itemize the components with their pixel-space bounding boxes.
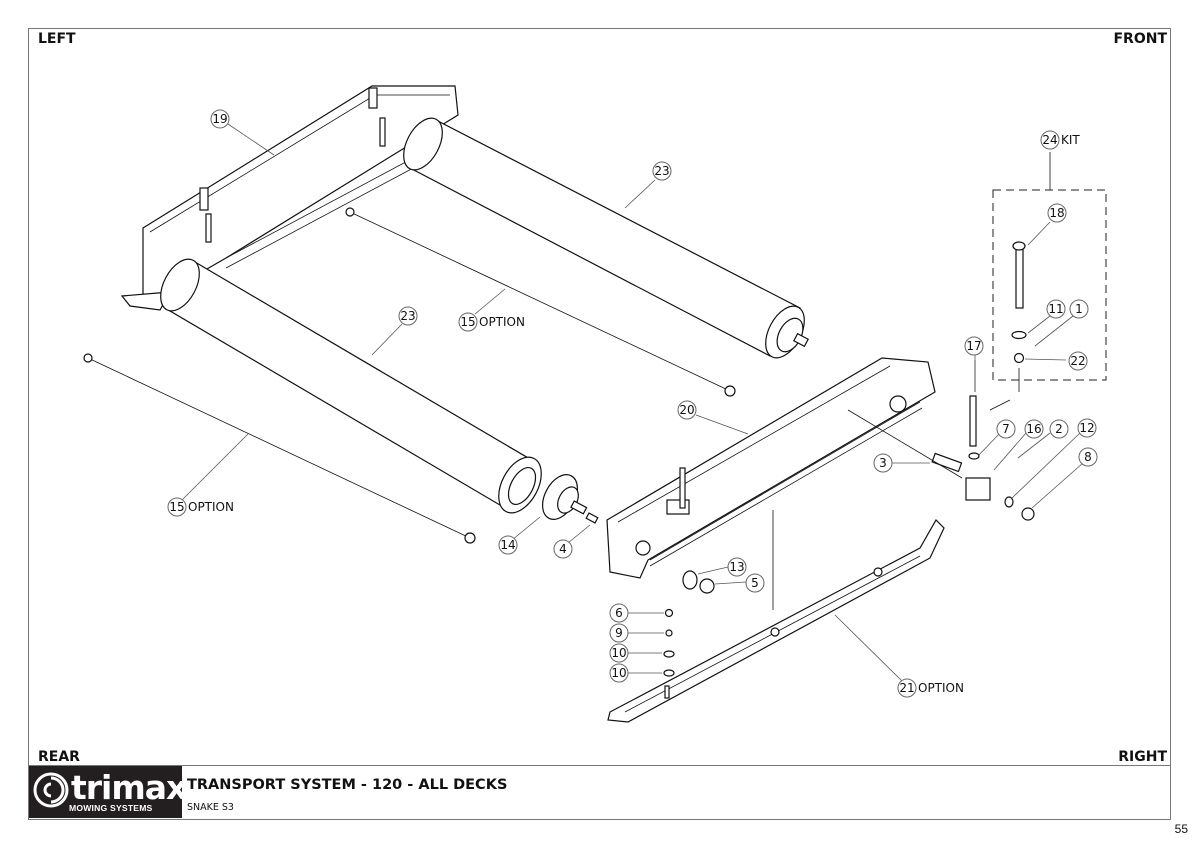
orientation-front-label: FRONT [1113,31,1167,47]
svg-text:9: 9 [615,626,623,640]
svg-text:17: 17 [966,339,981,353]
brand-name: trimax [71,768,187,807]
callout-19: 19 [210,109,230,129]
clamp-block-assembly [847,360,1035,521]
svg-text:14: 14 [500,538,515,552]
svg-text:23: 23 [400,309,415,323]
hardware-washers [663,510,774,677]
callout-13: 13 [727,557,747,577]
svg-text:4: 4 [559,542,567,556]
tie-rod-front [83,353,476,544]
callout-5: 5 [745,573,765,593]
svg-text:2: 2 [1055,422,1063,436]
callout-8: 8 [1078,447,1098,467]
svg-text:13: 13 [729,560,744,574]
callout-18: 18 [1047,203,1067,223]
svg-text:11: 11 [1048,302,1063,316]
callout-15-back-note: OPTION [479,315,525,329]
svg-text:20: 20 [679,403,694,417]
svg-text:10: 10 [611,646,626,660]
svg-text:7: 7 [1002,422,1010,436]
callout-12: 12 [1077,418,1097,438]
skid-plate [607,519,945,723]
svg-text:24: 24 [1042,133,1057,147]
svg-text:5: 5 [751,576,759,590]
svg-text:15: 15 [460,315,475,329]
callout-17: 17 [964,336,984,356]
orientation-rear-label: REAR [38,749,80,765]
callout-11: 11 [1046,299,1066,319]
svg-text:10: 10 [611,666,626,680]
callout-16: 16 [1024,419,1044,439]
callout-21-note: OPTION [918,681,964,695]
callout-15-front: 15 [167,497,187,517]
title-block: trimax MOWING SYSTEMS TRANSPORT SYSTEM -… [28,765,1171,820]
roller-front [160,258,542,514]
roller-back [403,117,809,359]
callout-15-front-note: OPTION [188,500,234,514]
callout-leaders [181,123,1084,682]
page-number: 55 [1174,822,1188,836]
svg-text:23: 23 [654,164,669,178]
callout-24-note: KIT [1061,133,1080,147]
callout-6: 6 [609,603,629,623]
svg-text:22: 22 [1070,354,1085,368]
orientation-right-label: RIGHT [1118,749,1167,765]
callout-23-back: 23 [652,161,672,181]
callout-7: 7 [996,419,1016,439]
brand-logo: trimax MOWING SYSTEMS [29,766,187,818]
callout-4: 4 [553,539,573,559]
callout-3: 3 [873,453,893,473]
roller-hub [542,474,599,524]
callout-9: 9 [609,623,629,643]
svg-text:8: 8 [1084,450,1092,464]
svg-text:3: 3 [879,456,887,470]
callout-20: 20 [677,400,697,420]
callout-10-a: 10 [609,643,629,663]
callout-15-back: 15 [458,312,478,332]
drawing-subtitle: SNAKE S3 [187,802,234,813]
svg-text:18: 18 [1049,206,1064,220]
swirl-logo-icon [33,772,69,808]
svg-text:15: 15 [169,500,184,514]
callout-23-front: 23 [398,306,418,326]
brand-tagline: MOWING SYSTEMS [69,803,153,813]
kit-24-box [992,152,1107,392]
callout-14: 14 [498,535,518,555]
callout-24: 24 [1040,130,1060,150]
tie-rod-back [345,207,736,397]
callout-22: 22 [1068,351,1088,371]
callout-1: 1 [1069,299,1089,319]
svg-text:12: 12 [1079,421,1094,435]
svg-text:19: 19 [212,112,227,126]
svg-text:16: 16 [1026,422,1041,436]
svg-text:6: 6 [615,606,623,620]
callout-21: 21 [897,678,917,698]
callout-10-b: 10 [609,663,629,683]
drawing-title: TRANSPORT SYSTEM - 120 - ALL DECKS [187,777,508,793]
orientation-left-label: LEFT [38,31,76,47]
svg-text:21: 21 [899,681,914,695]
callout-2: 2 [1049,419,1069,439]
left-frame-bracket [120,85,459,311]
svg-text:1: 1 [1075,302,1083,316]
